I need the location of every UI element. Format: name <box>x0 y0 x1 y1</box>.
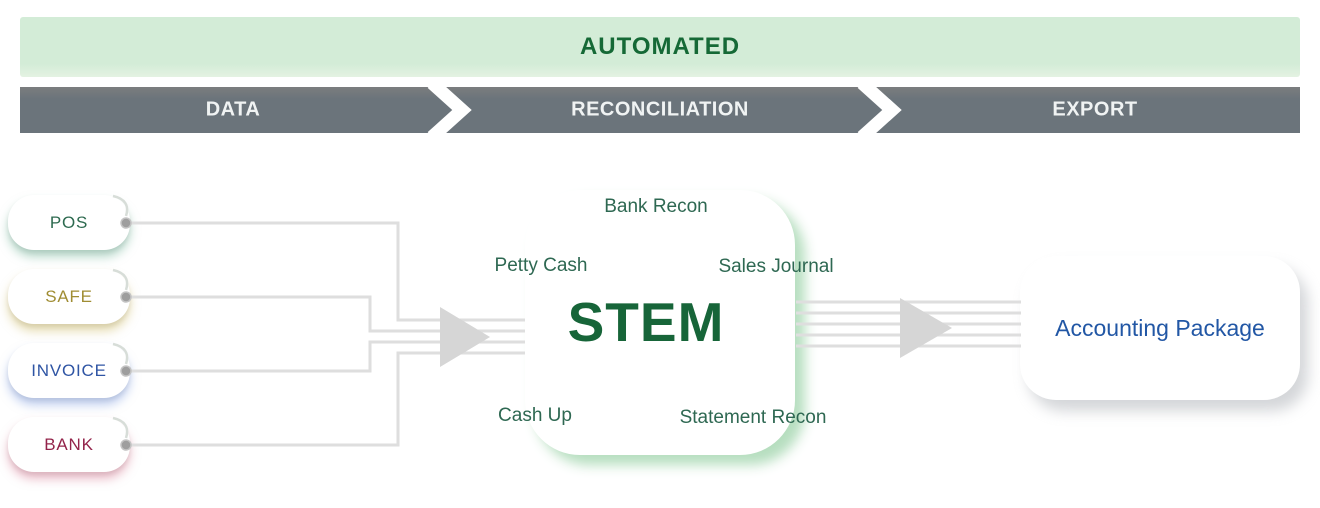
automated-banner-label: AUTOMATED <box>579 33 741 60</box>
stem-function-petty-cash: Petty Cash <box>494 255 588 276</box>
connector-line-invoice <box>126 340 525 373</box>
stem-title: STEM <box>567 291 725 353</box>
source-pill-pos: POS <box>8 195 130 250</box>
accounting-package-box: Accounting Package <box>1020 256 1300 400</box>
process-stage-data: DATA <box>205 98 261 121</box>
stem-function-statement-recon: Statement Recon <box>679 407 827 428</box>
source-pill-safe-label: SAFE <box>45 286 93 306</box>
process-bar: DATA RECONCILIATION EXPORT <box>20 87 1300 133</box>
automated-banner: AUTOMATED <box>20 17 1300 77</box>
source-pill-bank-label: BANK <box>44 434 94 454</box>
connector-line-bank <box>126 351 525 447</box>
connector-line-safe <box>126 295 525 333</box>
input-flow-arrow-icon <box>440 307 490 367</box>
stem-function-cash-up: Cash Up <box>498 405 572 426</box>
stem-function-bank-recon: Bank Recon <box>604 196 708 217</box>
process-stage-export: EXPORT <box>1052 98 1138 121</box>
chevron-separator-icon <box>857 87 902 133</box>
chevron-separator-icon <box>427 87 472 133</box>
source-pill-safe: SAFE <box>8 269 130 324</box>
source-pill-invoice: INVOICE <box>8 343 130 398</box>
stem-function-sales-journal: Sales Journal <box>718 256 834 277</box>
source-pill-pos-label: POS <box>49 212 89 232</box>
stem-hub-box <box>525 190 795 455</box>
output-flow-arrow-icon <box>900 298 952 358</box>
source-pill-bank: BANK <box>8 417 130 472</box>
process-stage-reconciliation: RECONCILIATION <box>571 98 749 121</box>
accounting-package-label: Accounting Package <box>1055 314 1265 341</box>
connector-line-pos <box>126 221 525 322</box>
source-pill-invoice-label: INVOICE <box>31 360 107 380</box>
